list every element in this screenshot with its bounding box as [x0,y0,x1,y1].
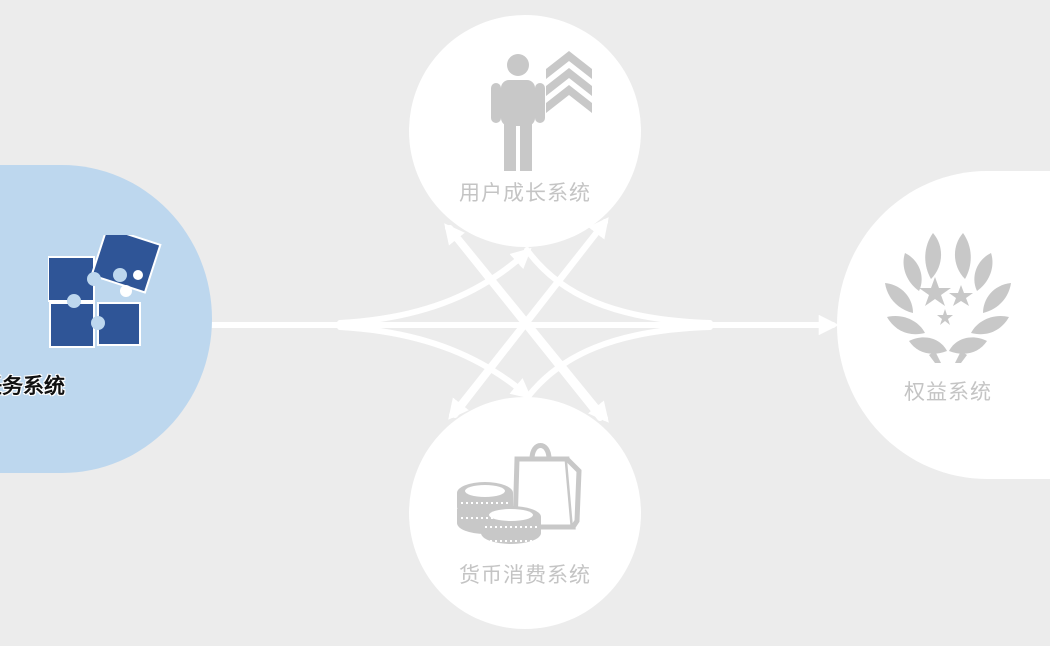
edge-currency-to-rights [524,324,713,401]
edge-task-to-currency [337,324,532,399]
edge-growth-to-rights [524,247,713,326]
node-user-growth-system: 用户成长系统 [409,15,641,247]
task-system-label: 任务系统 [0,374,65,398]
edge-currency-to-growth-b [444,223,603,421]
upgrade-chevrons-icon [546,51,592,113]
coins-shopping-bag-icon [457,443,582,544]
puzzle-icon [48,235,162,348]
edge-task-to-growth [337,247,532,326]
laurel-stars-icon [885,233,1011,363]
currency-consumption-label: 货币消费系统 [459,563,591,587]
person-icon [491,54,545,171]
user-growth-label: 用户成长系统 [459,181,591,205]
edge-growth-to-currency-b [448,219,608,420]
rights-system-label: 权益系统 [904,380,992,404]
node-currency-consumption-system: 货币消费系统 [409,397,641,629]
